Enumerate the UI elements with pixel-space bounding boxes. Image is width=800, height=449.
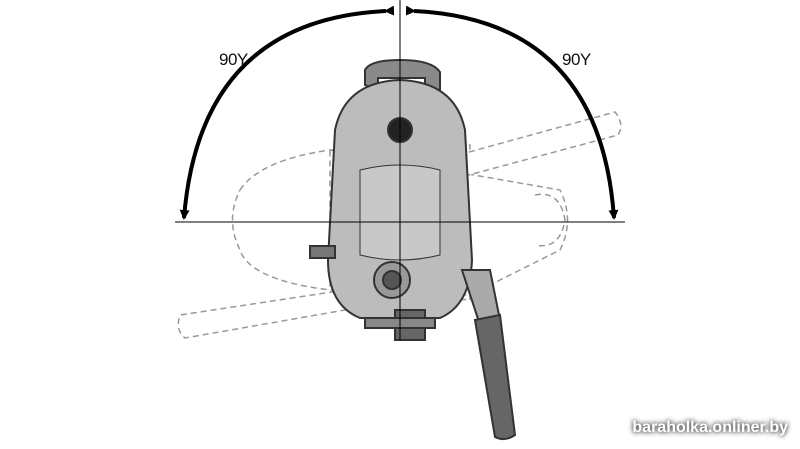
tiller-handle [460, 269, 517, 441]
left-angle-label: 90Y [219, 50, 248, 69]
right-rotation-arrow [405, 5, 619, 220]
right-angle-label: 90Y [562, 50, 591, 69]
left-rotation-arrow [179, 5, 395, 220]
watermark: baraholka.onliner.by [632, 419, 788, 436]
